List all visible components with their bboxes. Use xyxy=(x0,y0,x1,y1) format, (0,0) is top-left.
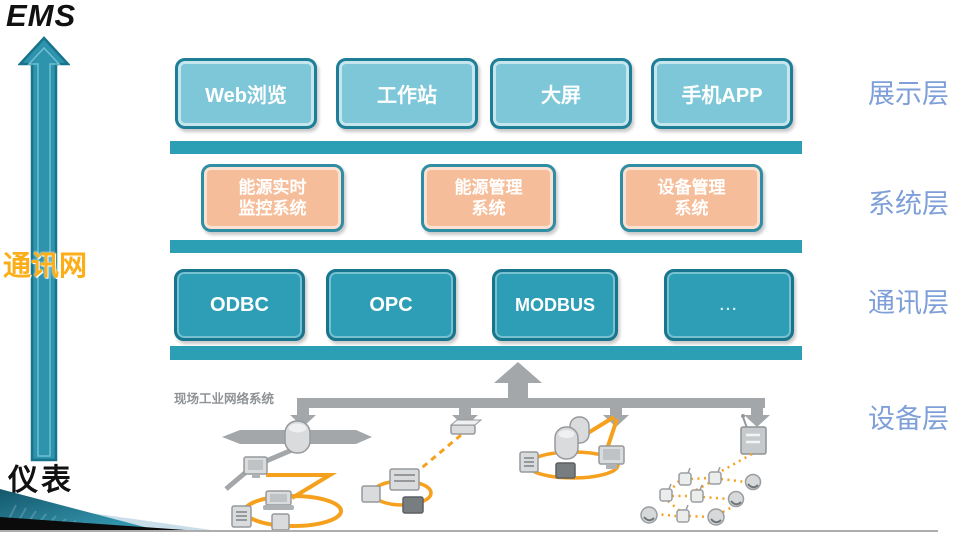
down-arrow-icons xyxy=(290,408,770,427)
layer-label-presentation: 展示层 xyxy=(868,79,949,109)
layer-label-communication: 通讯层 xyxy=(868,288,949,318)
server-icon xyxy=(389,468,420,491)
switch-icon xyxy=(449,419,483,435)
comm-box-odbc: ODBC xyxy=(174,269,305,341)
divider-bar-2 xyxy=(170,240,802,253)
presentation-box-web: Web浏览 xyxy=(175,58,317,129)
ems-axis-arrow-icon xyxy=(18,36,70,462)
system-box-label: 能源实时 监控系统 xyxy=(238,177,307,218)
field-network-caption: 现场工业网络系统 xyxy=(174,391,275,406)
plc-icon xyxy=(554,416,590,460)
comm-box-opc: OPC xyxy=(326,269,456,341)
slide-corner-decoration xyxy=(0,489,218,531)
slide-footer-rule xyxy=(0,530,938,532)
device-cluster-wireless-mesh xyxy=(640,414,767,526)
up-arrow-icon xyxy=(494,362,542,401)
comm-box-others: ... xyxy=(664,269,794,341)
layer-label-device: 设备层 xyxy=(868,404,949,434)
device-cluster-fieldbus xyxy=(222,420,372,531)
system-box-label: 能源管理 系统 xyxy=(454,177,523,218)
system-box-label: 设备管理 系统 xyxy=(657,177,726,218)
io-box-icon xyxy=(361,485,381,503)
system-box-realtime-monitoring: 能源实时 监控系统 xyxy=(201,164,344,232)
system-box-device-management: 设备管理 系统 xyxy=(620,164,763,232)
presentation-box-bigscreen: 大屏 xyxy=(490,58,632,129)
ems-axis-meter-label: 仪表 xyxy=(8,464,74,497)
plc-icon xyxy=(284,420,311,454)
layer-label-system: 系统层 xyxy=(868,189,949,219)
meter-device-icon xyxy=(519,451,539,473)
ems-axis-network-label: 通讯网 xyxy=(3,250,88,281)
field-bus-bar xyxy=(297,398,765,408)
presentation-box-workstation: 工作站 xyxy=(336,58,478,129)
mesh-sensor-icons xyxy=(640,473,762,526)
mesh-transmitter-icons xyxy=(659,466,722,523)
monitor-icon xyxy=(243,456,268,478)
controller-box-icon xyxy=(402,496,424,514)
device-cluster-plc-ring xyxy=(519,415,625,480)
meter-device-icon xyxy=(231,505,252,528)
divider-bar-1 xyxy=(170,141,802,154)
presentation-box-mobile-app: 手机APP xyxy=(651,58,793,129)
comm-box-modbus: MODBUS xyxy=(492,269,618,341)
laptop-icon xyxy=(263,490,294,510)
mesh-links xyxy=(654,452,753,519)
monitor-icon xyxy=(598,445,625,469)
wireless-gateway-icon xyxy=(740,414,767,455)
ring-network xyxy=(243,494,343,528)
device-layer-illustration: 现场工业网络系统 xyxy=(174,362,770,531)
device-cluster-switch-ring xyxy=(361,419,483,514)
ems-axis-top-label: EMS xyxy=(6,0,77,33)
io-box-icon xyxy=(271,513,290,531)
system-box-energy-management: 能源管理 系统 xyxy=(421,164,556,232)
controller-box-icon xyxy=(555,462,576,479)
divider-bar-3 xyxy=(170,346,802,360)
